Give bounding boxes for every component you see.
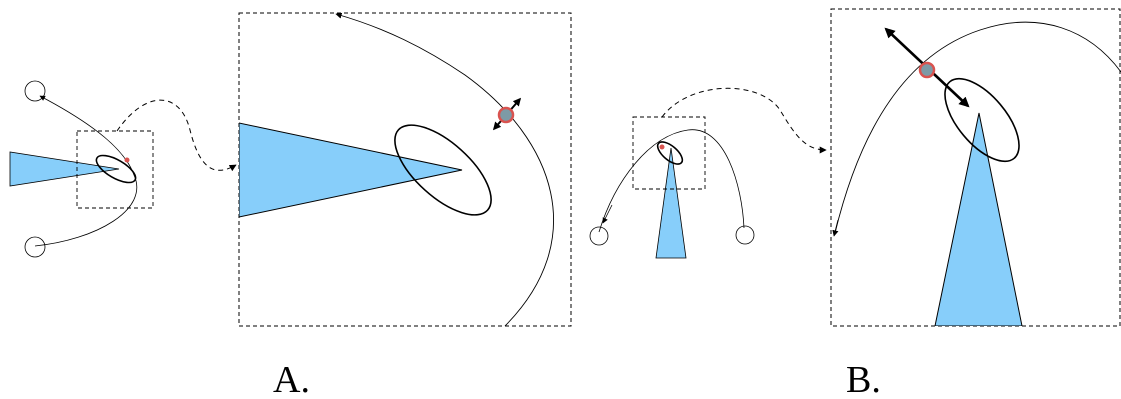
panel-b: B. — [589, 8, 1121, 399]
panel-b-zoom — [830, 8, 1121, 327]
zoom-connector-arrow — [661, 87, 827, 154]
ellipse-handle — [656, 141, 684, 165]
ellipse-handle — [95, 154, 137, 184]
contact-point-icon — [124, 157, 130, 163]
zoom-connector-arrow — [116, 99, 237, 172]
ellipse-handle — [394, 124, 492, 216]
wedge-shape — [934, 112, 1023, 326]
panel-label-b: B. — [846, 359, 881, 399]
zoom-box — [632, 116, 706, 190]
circle-marker-icon — [497, 106, 515, 124]
trajectory-curve — [834, 21, 1121, 234]
wedge-shape — [655, 147, 687, 259]
panel-a: A. — [9, 12, 572, 399]
panel-b-overview — [589, 116, 755, 259]
zoom-frame — [830, 8, 1121, 327]
zoom-box — [76, 130, 154, 209]
start-circle-icon — [589, 226, 609, 246]
trajectory-arrow — [602, 204, 613, 224]
wedge-shape — [9, 151, 120, 187]
contact-point-icon — [659, 144, 665, 150]
start-circle-icon — [24, 80, 46, 102]
wedge-shape — [239, 122, 463, 218]
trajectory-arrow — [832, 219, 839, 237]
trajectory-curve — [598, 129, 745, 233]
panel-a-zoom — [238, 12, 572, 327]
trajectory-curve — [34, 95, 137, 247]
panel-label-a: A. — [273, 359, 310, 399]
end-circle-icon — [735, 225, 755, 245]
circle-marker-icon — [918, 61, 936, 79]
panel-a-overview — [9, 80, 154, 258]
end-circle-icon — [24, 236, 46, 258]
